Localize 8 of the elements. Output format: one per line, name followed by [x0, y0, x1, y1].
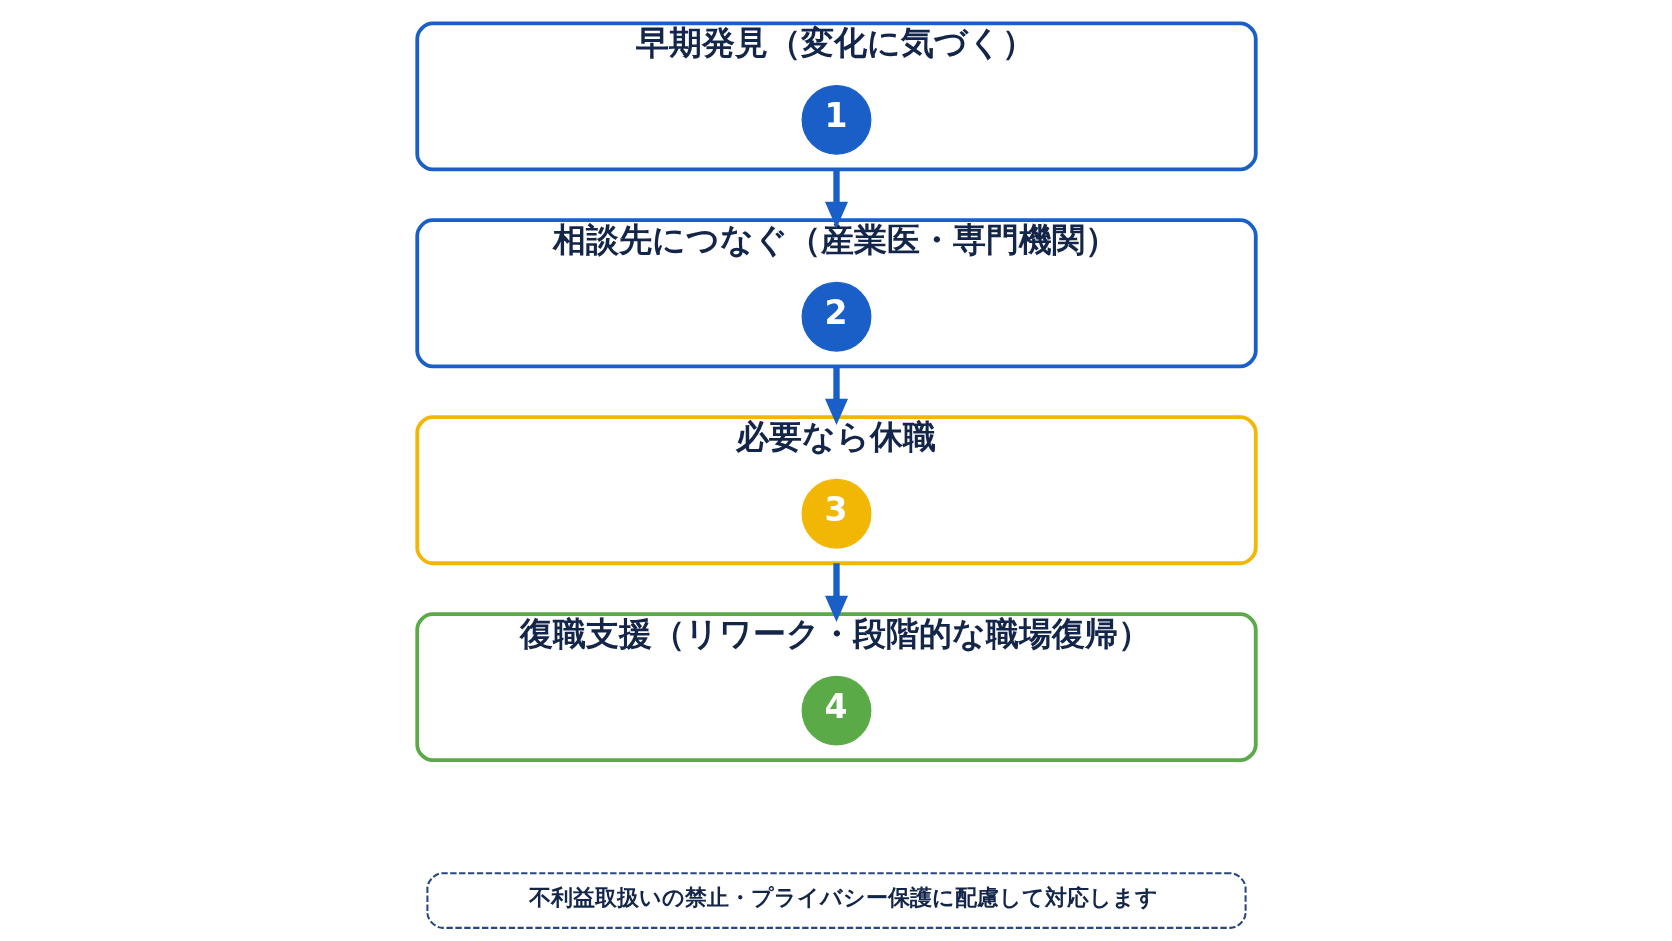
node-circle: 4 — [801, 675, 871, 746]
node-circle: 2 — [801, 281, 871, 352]
arrow — [824, 366, 848, 426]
arrow — [824, 169, 848, 229]
arrow — [824, 563, 848, 622]
node-box: 不利益取扱いの禁止・プライバシー保護に配慮して対応します — [425, 872, 1247, 929]
node-circle: 1 — [801, 84, 871, 155]
node-circle: 3 — [801, 478, 871, 549]
